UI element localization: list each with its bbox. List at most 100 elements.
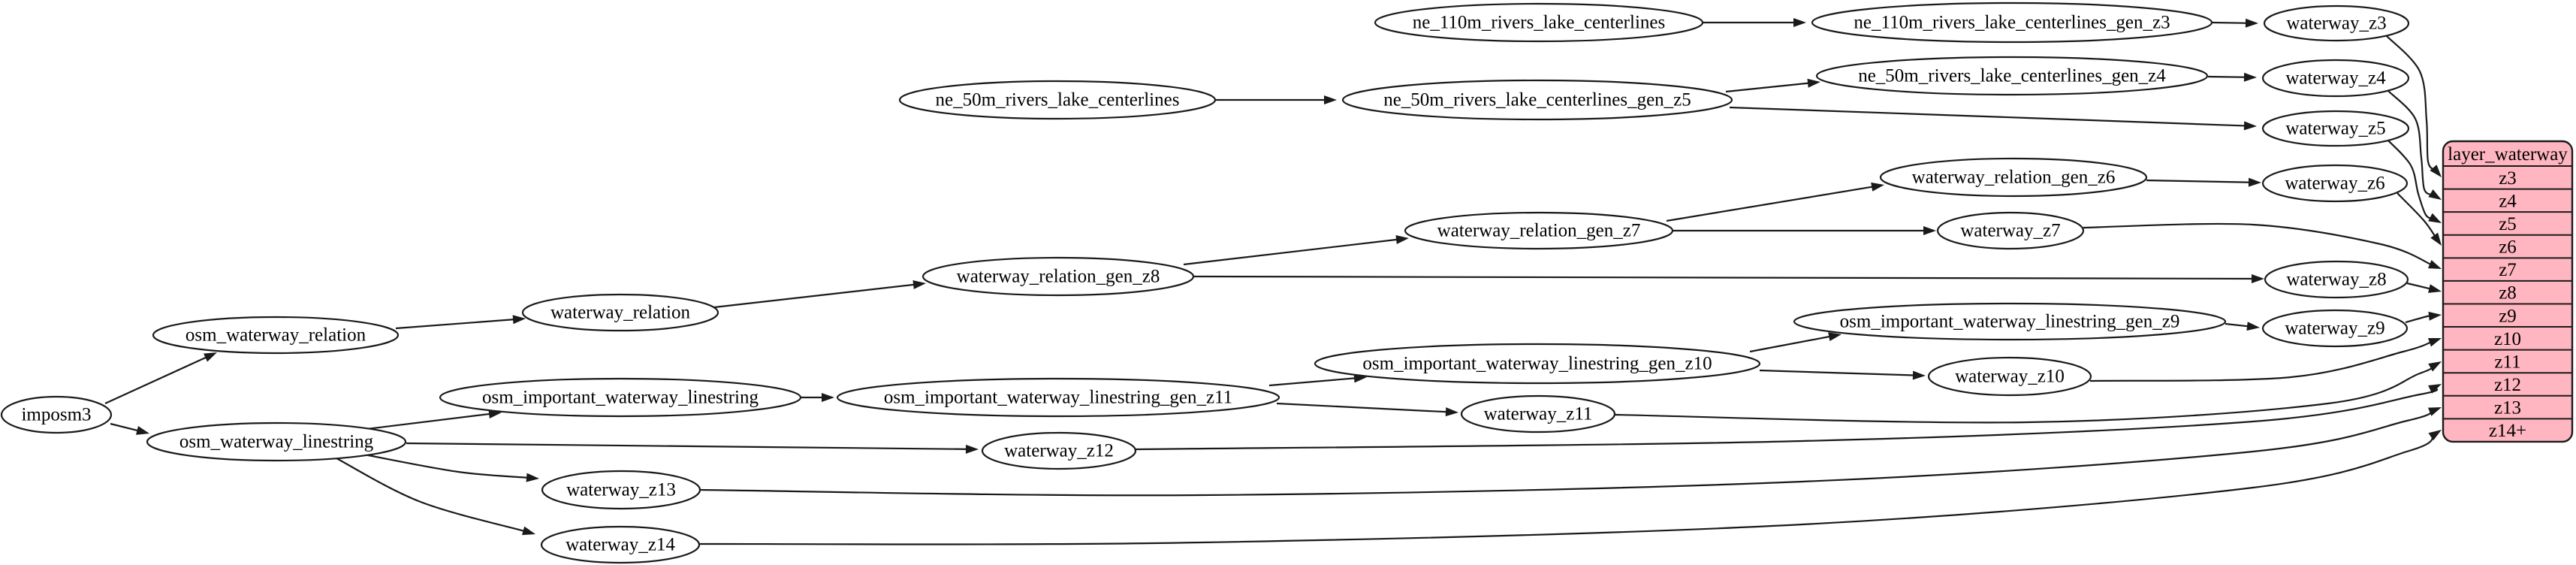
arrowhead-icon (2430, 165, 2442, 177)
node-osm_important_waterway_linestring_gen_z11: osm_important_waterway_linestring_gen_z1… (836, 377, 1280, 418)
edge-line (1666, 185, 1876, 222)
edge-waterway_z12-to-layer_waterway:z12 (1135, 384, 2442, 451)
node-label: ne_50m_rivers_lake_centerlines (936, 90, 1180, 110)
node-ellipse (2263, 5, 2410, 42)
edge-osm_important_waterway_linestring_gen_z9-to-waterway_z9 (2225, 322, 2260, 331)
node-ellipse (1879, 157, 2148, 198)
node-ellipse (540, 525, 701, 564)
node-label: osm_waterway_linestring (179, 432, 374, 452)
node-label: waterway_z9 (2285, 319, 2384, 339)
arrowhead-icon (1793, 18, 1806, 27)
node-label: waterway_relation_gen_z7 (1437, 221, 1641, 241)
table-row-z6: z6 (2499, 237, 2517, 258)
edge-line (1725, 82, 1812, 93)
node-ne_110m_rivers_lake_centerlines_gen_z3: ne_110m_rivers_lake_centerlines_gen_z3 (1811, 2, 2213, 44)
arrowhead-icon (1828, 332, 1842, 342)
arrowhead-icon (2427, 260, 2442, 269)
arrowhead-icon (2243, 72, 2257, 82)
node-label: waterway_z13 (566, 480, 676, 500)
node-ellipse (2264, 260, 2409, 299)
arrowhead-icon (136, 426, 149, 435)
edge-line (2386, 35, 2437, 171)
edge-imposm3-to-osm_waterway_relation (104, 352, 217, 405)
node-osm_waterway_relation: osm_waterway_relation (152, 316, 400, 355)
node-ellipse (1927, 356, 2092, 397)
arrowhead-icon (1807, 78, 1820, 88)
node-ellipse (521, 293, 719, 332)
edge-line (360, 412, 493, 431)
node-waterway_relation: waterway_relation (521, 293, 719, 332)
edge-ne_110m_rivers_lake_centerlines-to-ne_110m_rivers_lake_centerlines_gen_z3 (1703, 18, 1806, 27)
node-label: ne_110m_rivers_lake_centerlines (1413, 13, 1665, 33)
node-waterway_z9: waterway_z9 (2261, 309, 2409, 348)
node-ellipse (1460, 394, 1616, 434)
node-label: ne_110m_rivers_lake_centerlines_gen_z3 (1854, 13, 2170, 33)
edge-imposm3-to-osm_waterway_linestring (110, 422, 149, 435)
edge-waterway_z14-to-layer_waterway:z14+ (698, 430, 2442, 545)
arrowhead-icon (2428, 430, 2442, 441)
node-ne_110m_rivers_lake_centerlines: ne_110m_rivers_lake_centerlines (1374, 2, 1704, 43)
table-layer_waterway: layer_waterwayz3z4z5z6z7z8z9z10z11z12z13… (2442, 140, 2574, 443)
edge-line (2146, 179, 2253, 183)
edge-line (1183, 238, 1401, 266)
edge-ne_50m_rivers_lake_centerlines_gen_z5-to-waterway_z5 (1729, 106, 2257, 131)
edge-waterway_relation_gen_z7-to-waterway_relation_gen_z6 (1666, 182, 1884, 222)
arrowhead-icon (2251, 273, 2264, 283)
edge-line (110, 422, 141, 433)
edge-ne_50m_rivers_lake_centerlines_gen_z4-to-waterway_z4 (2207, 72, 2257, 82)
arrowhead-icon (512, 315, 526, 325)
edge-osm_waterway_linestring-to-waterway_z12 (406, 442, 979, 454)
arrowhead-icon (1871, 182, 1884, 192)
edge-osm_waterway_relation-to-waterway_relation (395, 315, 526, 330)
node-ellipse (439, 377, 802, 418)
table-row-z8: z8 (2499, 283, 2517, 304)
edge-line (699, 409, 2434, 497)
node-label: osm_waterway_relation (186, 325, 366, 346)
table-row-label: z6 (2499, 237, 2517, 258)
arrowhead-icon (2428, 189, 2442, 200)
edge-line (2405, 315, 2433, 324)
table-row-z10: z10 (2494, 329, 2521, 349)
edge-line (1276, 402, 1450, 413)
edge-line (1193, 275, 2256, 280)
arrowhead-icon (1445, 407, 1458, 417)
arrowhead-icon (2427, 338, 2442, 347)
node-label: osm_important_waterway_linestring_gen_z1… (884, 388, 1232, 408)
arrowhead-icon (2246, 322, 2260, 331)
arrowhead-icon (1395, 235, 1409, 244)
table-row-z4: z4 (2499, 191, 2517, 211)
edge-line (713, 283, 918, 309)
node-ellipse (2261, 110, 2410, 147)
arrowhead-icon (965, 444, 979, 454)
table-row-label: z13 (2494, 398, 2521, 418)
node-label: osm_important_waterway_linestring_gen_z9 (1840, 312, 2180, 332)
edge-line (2089, 340, 2434, 382)
node-label: waterway_relation_gen_z6 (1912, 168, 2116, 188)
node-ne_50m_rivers_lake_centerlines_gen_z4: ne_50m_rivers_lake_centerlines_gen_z4 (1815, 56, 2209, 96)
node-label: waterway_z4 (2285, 68, 2386, 89)
node-ellipse (541, 470, 701, 510)
edge-waterway_relation-to-waterway_relation_gen_z8 (713, 279, 926, 309)
edge-layer (104, 18, 2442, 545)
edge-waterway_z11-to-layer_waterway:z11 (1614, 361, 2442, 424)
node-ellipse (1374, 2, 1704, 43)
edge-waterway_relation_gen_z8-to-waterway_relation_gen_z7 (1183, 235, 1409, 266)
node-waterway_relation_gen_z8: waterway_relation_gen_z8 (922, 256, 1195, 297)
edge-osm_important_waterway_linestring_gen_z11-to-osm_important_waterway_linestring_gen_z10 (1268, 373, 1367, 387)
node-ellipse (2261, 59, 2410, 98)
node-ellipse (1811, 2, 2213, 44)
node-ne_50m_rivers_lake_centerlines: ne_50m_rivers_lake_centerlines (898, 80, 1217, 120)
node-label: waterway_relation (550, 303, 691, 323)
node-label: waterway_z5 (2285, 119, 2385, 139)
edge-waterway_relation_gen_z8-to-waterway_z8 (1193, 273, 2264, 283)
edge-line (2387, 140, 2434, 220)
edge-line (2387, 90, 2435, 196)
edge-waterway_z3-to-layer_waterway:z3 (2386, 35, 2442, 177)
edge-line (1614, 364, 2435, 424)
arrowhead-icon (2428, 213, 2442, 223)
node-imposm3: imposm3 (0, 395, 113, 434)
node-label: waterway_z10 (1955, 367, 2065, 387)
arrowhead-icon (526, 473, 539, 482)
edge-waterway_z8-to-layer_waterway:z8 (2406, 282, 2442, 293)
